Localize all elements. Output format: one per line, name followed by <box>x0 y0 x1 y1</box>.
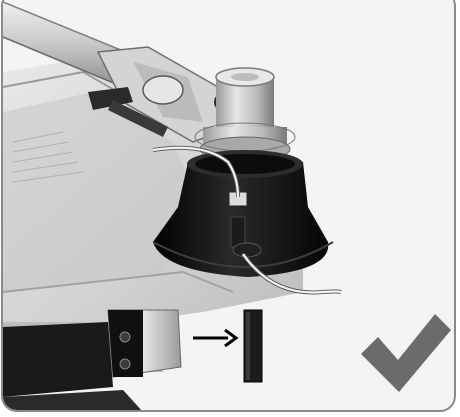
trimmer-illustration <box>3 1 451 410</box>
direction-arrow-icon <box>193 328 239 348</box>
replacement-blade <box>243 309 263 383</box>
trimmer-line <box>152 145 342 295</box>
checkmark-icon <box>361 314 451 392</box>
trimmer-spool-head <box>152 150 334 277</box>
illustration-frame <box>1 0 456 412</box>
line-cutter-bracket <box>3 309 182 410</box>
